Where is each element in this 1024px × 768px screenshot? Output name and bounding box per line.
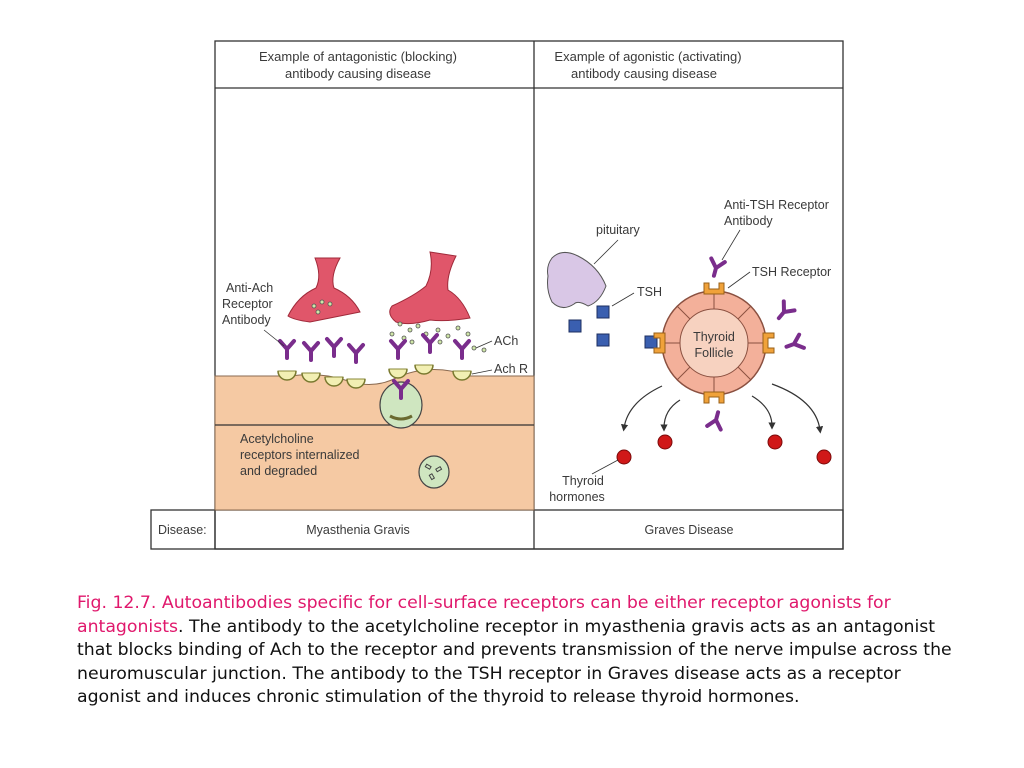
pituitary-gland [547,252,607,308]
label-tsh-receptor: TSH Receptor [752,265,831,279]
tsh-receptors [653,282,775,404]
label-anti-ach-1: Anti-Ach [226,281,273,295]
right-header-line1: Example of agonistic (activating) [554,49,741,64]
label-internalized-1: Acetylcholine [240,432,314,446]
nerve-terminal-right [389,251,471,325]
label-hormones-2: hormones [549,490,605,504]
label-ach: ACh [494,334,518,348]
label-follicle-1: Thyroid [693,330,735,344]
label-anti-ach-3: Antibody [222,313,271,327]
label-anti-ach-2: Receptor [222,297,273,311]
label-pituitary: pituitary [596,223,641,237]
figure: Example of antagonistic (blocking) antib… [150,40,844,550]
degradation-vesicle [418,455,450,489]
label-anti-tsh-2: Antibody [724,214,773,228]
left-header-line1: Example of antagonistic (blocking) [259,49,457,64]
label-hormones-1: Thyroid [562,474,604,488]
nerve-terminal-left [287,257,361,323]
label-internalized-2: receptors internalized [240,448,360,462]
label-follicle-2: Follicle [695,346,734,360]
label-internalized-3: and degraded [240,464,317,478]
label-ach-r: Ach R [494,362,528,376]
tsh-molecules [568,305,658,349]
caption-body: . The antibody to the acetylcholine rece… [77,616,952,708]
figure-caption: Fig. 12.7. Autoantibodies specific for c… [77,592,957,710]
left-header-line2: antibody causing disease [285,66,431,81]
left-disease: Myasthenia Gravis [306,523,410,537]
label-tsh: TSH [637,285,662,299]
disease-label: Disease: [158,523,207,537]
label-anti-tsh-1: Anti-TSH Receptor [724,198,829,212]
right-header-line2: antibody causing disease [571,66,717,81]
caption-title: Fig. 12.7. Autoantibodies specific for c… [77,593,891,637]
thyroid-hormones [616,434,832,465]
right-disease: Graves Disease [645,523,734,537]
